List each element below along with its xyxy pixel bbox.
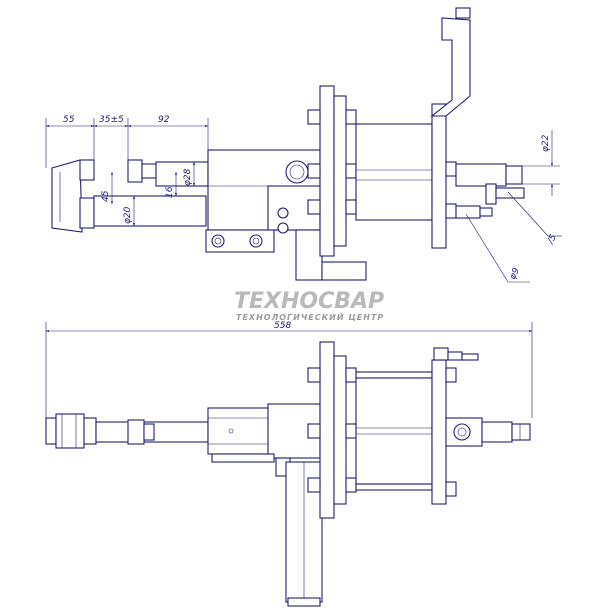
watermark-logo: ТЕХНОСВАР ТЕХНОЛОГИЧЕСКИЙ ЦЕНТР bbox=[234, 289, 384, 322]
tie-rods bbox=[355, 371, 433, 491]
dim-phi28: φ28 bbox=[183, 168, 193, 186]
dim-phi9: φ9 bbox=[508, 266, 522, 281]
right-nozzle bbox=[455, 163, 525, 219]
dim-558: 558 bbox=[274, 321, 291, 331]
dimension-558: 558 bbox=[45, 321, 533, 420]
bottom-view: 558 bbox=[45, 321, 533, 607]
upper-pin bbox=[127, 159, 209, 187]
left-flange-plan bbox=[307, 341, 357, 519]
housing-plan bbox=[207, 403, 321, 463]
central-tube bbox=[355, 123, 433, 221]
dim-slash5: ∕5 bbox=[545, 233, 559, 247]
dimensions-top: 55 35±5 92 45 16 φ20 φ28 φ22 φ9 ∕5 bbox=[45, 115, 562, 283]
right-flange bbox=[430, 7, 471, 249]
clamp-head bbox=[51, 159, 95, 233]
clamp-block bbox=[205, 207, 289, 253]
lower-foot bbox=[295, 229, 367, 281]
nozzle-plan bbox=[445, 417, 531, 447]
watermark-title: ТЕХНОСВАР bbox=[234, 289, 384, 314]
dim-35: 35±5 bbox=[99, 115, 124, 125]
dim-92: 92 bbox=[158, 115, 170, 125]
head-plan bbox=[45, 413, 97, 449]
main-housing bbox=[207, 149, 321, 231]
dim-55: 55 bbox=[63, 115, 75, 125]
dim-phi20: φ20 bbox=[123, 206, 133, 224]
dim-16: 16 bbox=[165, 186, 175, 198]
dim-45: 45 bbox=[101, 190, 111, 202]
dim-phi22: φ22 bbox=[541, 134, 551, 152]
left-flange bbox=[307, 85, 357, 257]
top-view: 55 35±5 92 45 16 φ20 φ28 φ22 φ9 ∕5 bbox=[45, 7, 562, 283]
watermark-subtitle: ТЕХНОЛОГИЧЕСКИЙ ЦЕНТР bbox=[236, 311, 384, 322]
